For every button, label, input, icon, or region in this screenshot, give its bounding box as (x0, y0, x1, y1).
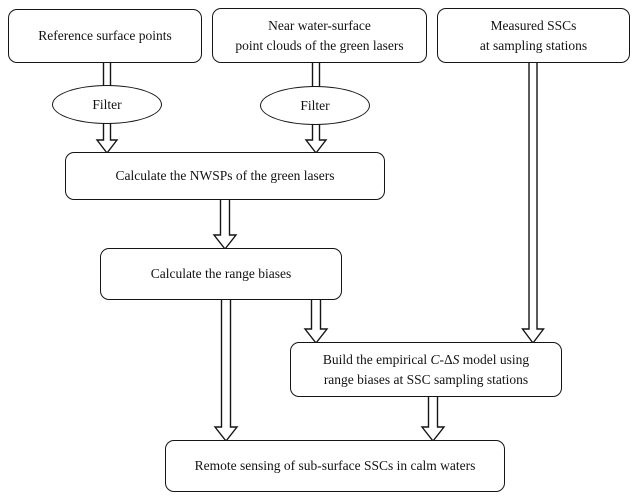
node-filter-middle: Filter (260, 86, 370, 125)
node-label: Calculate the range biases (150, 266, 292, 282)
node-remote-sensing: Remote sensing of sub-surface SSCs in ca… (165, 440, 505, 492)
node-label: Calculate the NWSPs of the green lasers (115, 168, 335, 184)
node-label: Filter (92, 96, 122, 112)
arrow-build-model-to-remote-sensing (420, 395, 446, 443)
node-label-line2: range biases at SSC sampling stations (323, 371, 529, 387)
arrow-range-biases-to-remote-sensing (213, 298, 239, 443)
arrow-nwsp-to-range-biases (212, 198, 238, 251)
arrow-range-biases-to-build-model (303, 298, 329, 345)
arrow-measured-to-build-model (521, 61, 545, 345)
node-label-line1: Measured SSCs (490, 18, 577, 34)
node-label: Remote sensing of sub-surface SSCs in ca… (194, 458, 476, 474)
node-label-line2: point clouds of the green lasers (235, 37, 404, 53)
node-label-line2: at sampling stations (479, 37, 588, 53)
node-calculate-nwsps: Calculate the NWSPs of the green lasers (65, 152, 385, 200)
node-near-water-surface-point-clouds: Near water-surface point clouds of the g… (212, 8, 427, 63)
node-filter-left: Filter (52, 85, 162, 124)
arrow-filter-left-to-nwsp (95, 120, 119, 155)
node-label-line1: Near water-surface (268, 18, 371, 34)
node-build-empirical-model: Build the empirical C-ΔS model using ran… (290, 342, 562, 397)
node-label: Filter (300, 97, 330, 113)
node-calculate-range-biases: Calculate the range biases (100, 248, 342, 300)
node-reference-surface-points: Reference surface points (8, 9, 202, 63)
node-label: Reference surface points (38, 28, 172, 44)
arrow-filter-middle-to-nwsp (304, 121, 328, 155)
node-measured-sscs: Measured SSCs at sampling stations (437, 8, 630, 63)
node-label-line1: Build the empirical C-ΔS model using (322, 352, 530, 368)
